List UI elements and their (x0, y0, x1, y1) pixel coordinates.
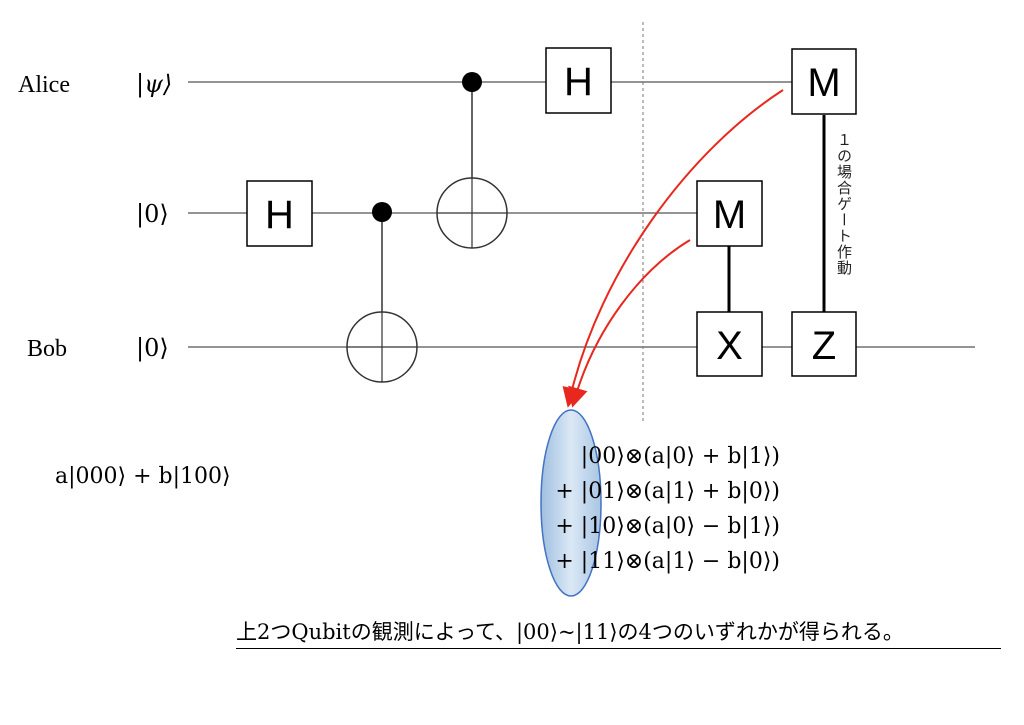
ket-0-bob: |0⟩ (136, 334, 169, 363)
state-expansion: |00⟩⊗(a|0⟩ + b|1⟩) + |01⟩⊗(a|1⟩ + b|0⟩) … (555, 444, 780, 574)
cnot2-control-dot (462, 72, 482, 92)
state-line-1: |00⟩⊗(a|0⟩ + b|1⟩) (581, 444, 780, 469)
condition-annotation: １の場合ゲート作動 (835, 132, 852, 276)
initial-state: a|000⟩ + b|100⟩ (55, 464, 231, 489)
state-line-3: + |10⟩⊗(a|0⟩ − b|1⟩) (555, 514, 780, 539)
gate-m-alice-label: M (807, 61, 840, 105)
gate-m-alice: M (791, 48, 857, 115)
arrow-from-m-q2 (568, 239, 691, 408)
label-alice: Alice (18, 72, 70, 98)
arrow-from-m-alice (562, 89, 784, 408)
gate-h-q2: H (246, 180, 313, 247)
gate-h-q2-label: H (265, 193, 294, 237)
gate-x-bob: X (696, 311, 763, 377)
ket-0-q2: |0⟩ (136, 200, 169, 229)
gate-h-alice-label: H (564, 60, 593, 104)
gate-z-bob: Z (791, 311, 857, 377)
caption: 上2つQubitの観測によって、|00⟩~|11⟩の4つのいずれかが得られる。 (236, 616, 1001, 649)
ket-psi: |ψ⟩ (136, 70, 172, 99)
cnot1-control-dot (372, 202, 392, 222)
gate-x-label: X (716, 324, 743, 368)
label-bob: Bob (27, 336, 67, 362)
state-line-2: + |01⟩⊗(a|1⟩ + b|0⟩) (555, 479, 780, 504)
gate-m-q2-label: M (713, 193, 746, 237)
highlight-ellipse (540, 409, 602, 597)
gate-h-alice: H (545, 47, 612, 114)
gate-z-label: Z (812, 324, 836, 368)
gate-m-q2: M (696, 180, 763, 247)
state-line-4: + |11⟩⊗(a|1⟩ − b|0⟩) (555, 549, 780, 574)
